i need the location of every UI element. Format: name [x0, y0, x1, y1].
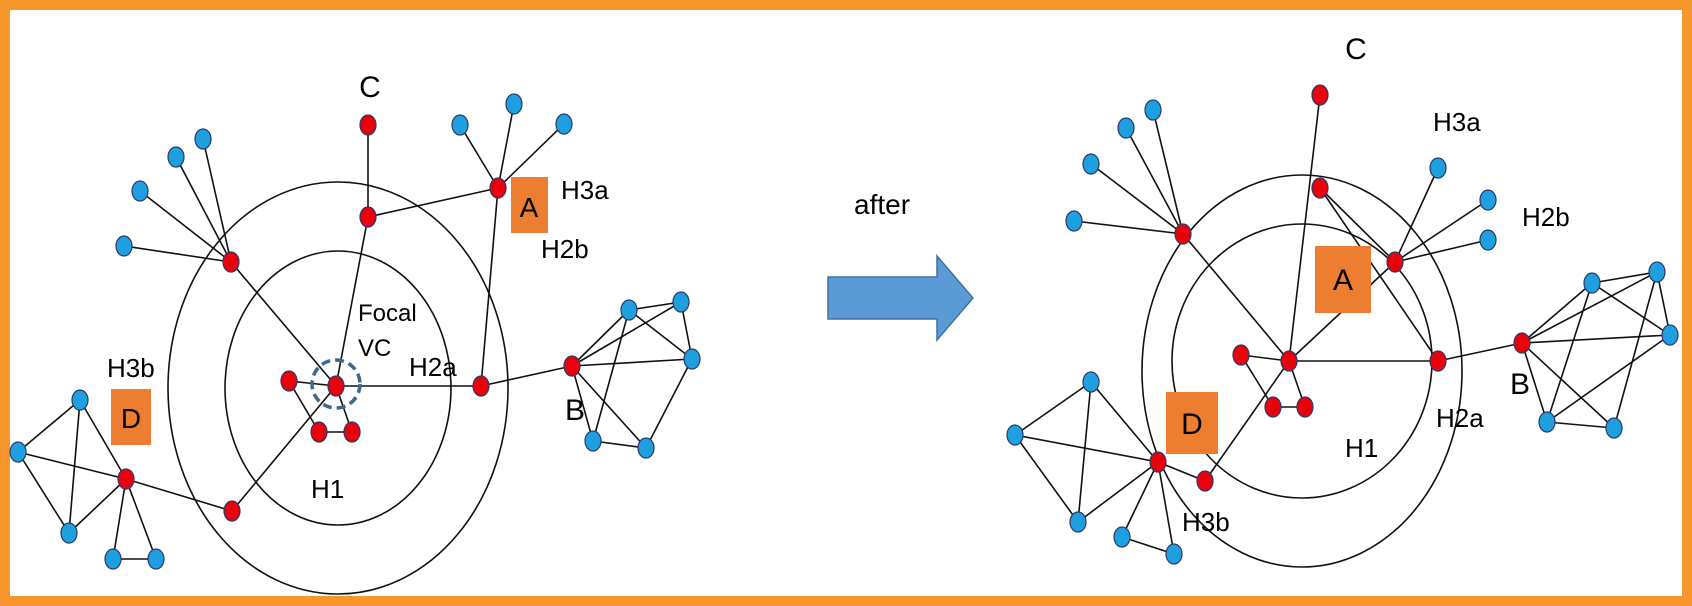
left-node-b — [563, 355, 581, 377]
left-label-h3a: H3a — [561, 175, 609, 205]
right-node-h1-b — [1264, 396, 1282, 418]
right-node-a — [1386, 251, 1404, 273]
right-node-leaf — [1144, 99, 1162, 121]
right-node-leaf — [1117, 117, 1135, 139]
right-label-h1: H1 — [1345, 433, 1378, 463]
right-node-c — [1311, 84, 1329, 106]
right-blue-nodes — [1006, 99, 1679, 565]
left-node-h1-c — [343, 421, 361, 443]
left-node-h1-a — [280, 370, 298, 392]
right-node-cluster-b — [1605, 417, 1623, 439]
right-node-cluster-d — [1082, 371, 1100, 393]
left-node-cluster-d — [71, 389, 89, 411]
left-node-leaf — [131, 180, 149, 202]
left-label-h2b: H2b — [541, 234, 589, 264]
left-node-cluster-b — [620, 299, 638, 321]
left-node-h2-left — [222, 251, 240, 273]
left-node-focal — [327, 375, 345, 397]
left-node-cluster-d — [9, 441, 27, 463]
right-red-nodes — [1149, 84, 1531, 492]
right-node-cluster-b — [1583, 272, 1601, 294]
left-node-h2-bottom — [223, 500, 241, 522]
right-node-leaf — [1479, 229, 1497, 251]
right-node-d — [1149, 451, 1167, 473]
focal-vc-highlight — [310, 358, 362, 410]
left-node-leaf — [505, 93, 523, 115]
left-label-c: C — [359, 71, 381, 104]
right-label-h2a: H2a — [1436, 403, 1484, 433]
left-box-d — [111, 389, 151, 445]
left-node-cluster-d — [147, 548, 165, 570]
right-node-cluster-d — [1113, 526, 1131, 548]
right-box-d-label: D — [1181, 408, 1203, 441]
right-node-h2a — [1429, 350, 1447, 372]
left-blue-nodes — [9, 93, 701, 570]
left-label-focal: Focal — [358, 300, 417, 327]
left-node-leaf — [451, 114, 469, 136]
right-node-leaf — [1479, 189, 1497, 211]
right-label-c: C — [1345, 33, 1367, 66]
right-outer-ring — [1141, 174, 1463, 568]
right-node-h1-a — [1232, 344, 1250, 366]
left-node-c — [359, 114, 377, 136]
after-arrow: after — [827, 189, 974, 343]
left-label-h3b: H3b — [107, 353, 155, 383]
left-node-h2a — [472, 375, 490, 397]
right-label-h3a: H3a — [1433, 107, 1481, 137]
right-network: A D C H3a H2b B H2a H1 H3b — [1006, 33, 1679, 568]
left-node-leaf — [167, 146, 185, 168]
left-label-h1: H1 — [311, 474, 344, 504]
right-label-b: B — [1510, 368, 1530, 401]
right-node-cluster-d — [1006, 424, 1024, 446]
right-node-cluster-d — [1165, 543, 1183, 565]
left-inner-ring — [224, 250, 452, 526]
left-network: A D C H3a H2b Focal VC H2a H3b B H1 — [9, 71, 701, 595]
right-box-a-label: A — [1333, 264, 1353, 297]
right-node-b — [1513, 332, 1531, 354]
left-label-vc: VC — [358, 335, 391, 362]
right-arrow-icon — [827, 253, 974, 343]
left-node-h1-b — [310, 421, 328, 443]
left-node-cluster-d — [60, 522, 78, 544]
left-box-d-label: D — [121, 403, 141, 434]
left-node-h2-top — [359, 206, 377, 228]
left-node-cluster-b — [683, 348, 701, 370]
right-node-cluster-b — [1538, 411, 1556, 433]
right-node-leaf — [1429, 157, 1447, 179]
left-node-leaf — [194, 128, 212, 150]
left-box-a-label: A — [520, 192, 539, 223]
left-node-cluster-b — [584, 430, 602, 452]
after-label: after — [854, 189, 910, 220]
right-box-d — [1166, 392, 1218, 454]
right-label-h2b: H2b — [1522, 202, 1570, 232]
right-node-h2-left — [1174, 223, 1192, 245]
left-node-cluster-b — [672, 291, 690, 313]
left-node-a — [489, 177, 507, 199]
left-outer-ring — [167, 181, 509, 595]
left-node-d — [117, 468, 135, 490]
left-node-leaf — [555, 113, 573, 135]
right-box-a — [1315, 246, 1371, 313]
right-node-h1-c — [1296, 396, 1314, 418]
left-label-h2a: H2a — [409, 352, 457, 382]
left-box-a — [511, 177, 548, 233]
left-red-nodes — [117, 114, 581, 522]
left-edges — [17, 103, 693, 560]
left-node-leaf — [115, 235, 133, 257]
right-node-cluster-b — [1648, 261, 1666, 283]
right-label-h3b: H3b — [1182, 507, 1230, 537]
right-node-cluster-d — [1069, 511, 1087, 533]
right-node-leaf — [1082, 153, 1100, 175]
right-edges — [1014, 94, 1671, 555]
right-node-focal — [1280, 350, 1298, 372]
right-node-leaf — [1065, 210, 1083, 232]
right-node-h2 — [1311, 177, 1329, 199]
right-node-cluster-b — [1661, 324, 1679, 346]
left-node-cluster-d — [104, 548, 122, 570]
right-node-h2-bottom — [1196, 470, 1214, 492]
left-node-cluster-b — [637, 437, 655, 459]
left-label-b: B — [565, 394, 585, 427]
